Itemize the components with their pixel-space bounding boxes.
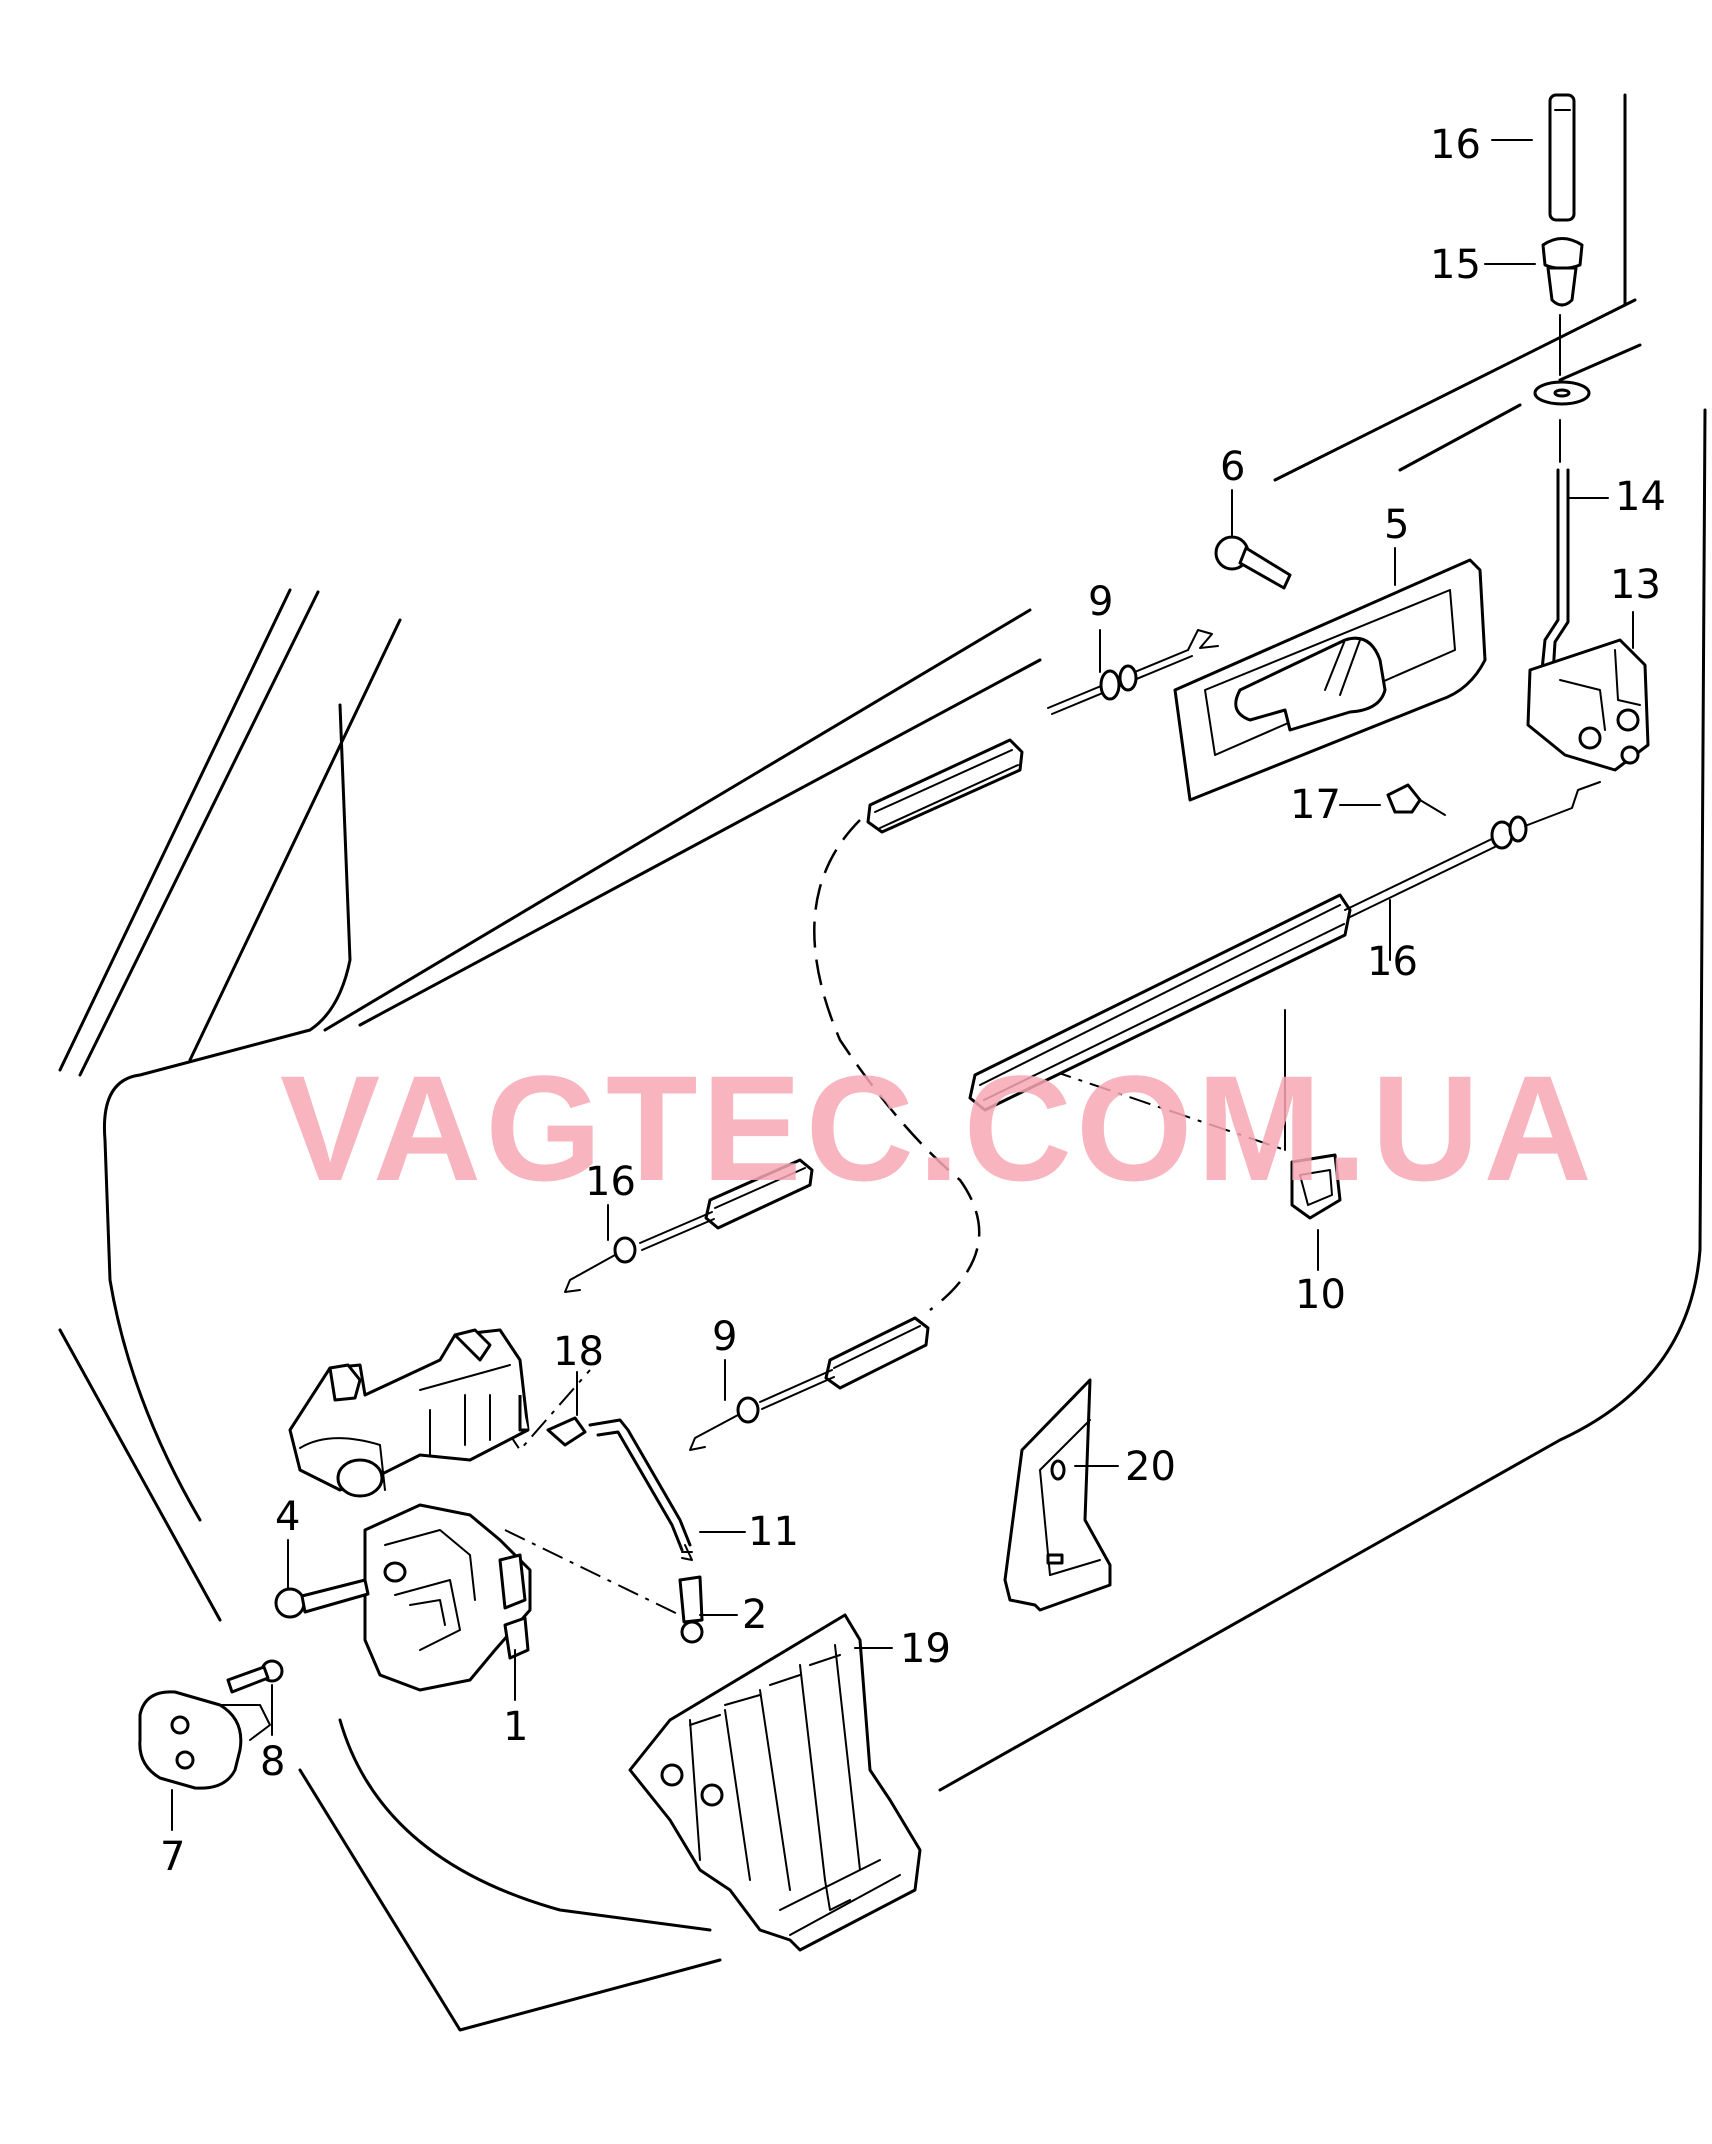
door-lock [363, 1503, 532, 1692]
cable-long [968, 781, 1601, 1151]
callout-18: 18 [553, 1329, 604, 1375]
callout-1: 1 [503, 1704, 528, 1750]
protective-bracket [628, 1613, 922, 1952]
cable-upper [866, 629, 1219, 834]
callout-16-lower: 16 [585, 1159, 636, 1205]
lock-actuator [288, 1328, 530, 1498]
watermark: VAGTEC.COM.UA [280, 1044, 1596, 1212]
callout-14: 15 [1430, 242, 1481, 288]
callout-19: 19 [900, 1626, 951, 1672]
callout-15: 16 [1430, 122, 1481, 168]
callout-7: 7 [160, 1834, 185, 1880]
callout-5: 5 [1384, 502, 1409, 548]
cable-clip [1290, 1153, 1342, 1220]
callout-9-upper: 9 [1088, 579, 1113, 625]
striker-plate [138, 1659, 284, 1790]
clip [1386, 783, 1446, 816]
inner-handle [1173, 535, 1487, 802]
callout-13: 14 [1615, 474, 1666, 520]
callout-11: 11 [748, 1509, 799, 1555]
callout-20: 20 [1125, 1444, 1176, 1490]
rod-connector [546, 1416, 693, 1561]
door-outline [58, 93, 1707, 2032]
callout-16-upper: 16 [1367, 939, 1418, 985]
cable-lower-16 [564, 1158, 814, 1293]
lock-knob-assembly [1533, 93, 1591, 692]
cable-lower-9 [689, 1316, 930, 1451]
lever-bracket [1526, 638, 1650, 772]
callout-8: 8 [260, 1739, 285, 1785]
callout-2: 2 [742, 1592, 767, 1638]
callout-9-lower: 9 [712, 1314, 737, 1360]
clip-bolt [678, 1575, 704, 1644]
callout-4: 4 [275, 1494, 300, 1540]
cable-routing [459, 819, 1286, 1621]
callout-numbers: 16 15 14 13 5 6 9 17 16 10 16 9 18 11 2 … [160, 122, 1666, 1880]
callout-17: 17 [1290, 782, 1341, 828]
support-bracket [1003, 1378, 1112, 1612]
lock-screw [274, 1578, 370, 1619]
callout-6: 6 [1220, 444, 1245, 490]
callout-12: 13 [1610, 562, 1661, 608]
callout-10: 10 [1295, 1272, 1346, 1318]
leader-lines [171, 139, 1634, 1831]
